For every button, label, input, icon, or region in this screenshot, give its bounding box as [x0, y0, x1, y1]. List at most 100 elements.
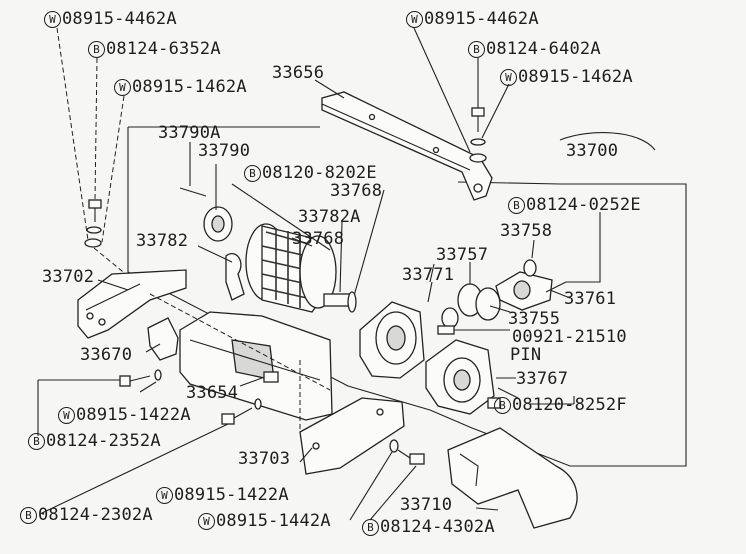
bolt-08124-6352a-head: [88, 199, 102, 209]
bolt-prefix-icon: B: [88, 41, 105, 58]
washer-prefix-icon: W: [58, 407, 75, 424]
label-33782: 33782: [136, 231, 189, 251]
label-33703: 33703: [238, 449, 291, 469]
cover-33761-hub: [513, 280, 531, 300]
bracket-33702-hole: [86, 312, 94, 320]
clip-33670: [147, 317, 179, 361]
shaft-33782a: [323, 293, 351, 307]
motor-bore: [386, 325, 406, 351]
bolt-08124-2302a-head: [221, 413, 235, 425]
part-number: 08915-4462A: [424, 9, 539, 29]
part-number: 08120-8252F: [512, 395, 627, 415]
assembly-axis-lower: [149, 293, 331, 391]
label-33670: 33670: [80, 345, 133, 365]
washer-08915-1422a-b: [254, 398, 262, 410]
washer-08915-1462a-right: [470, 138, 486, 146]
part-number: 08915-1442A: [216, 511, 331, 531]
leader-w-08915-1462a-right: [481, 83, 510, 139]
drum-33768-right-flange: [299, 235, 337, 309]
leader-b-08124-0252e: [566, 212, 601, 283]
washer-33758: [523, 259, 537, 277]
bolt-08124-4302a-shank: [397, 449, 411, 459]
leader-w-08915-1462a-left: [101, 95, 125, 243]
bolt-prefix-icon: B: [362, 519, 379, 536]
part-number: 08124-4302A: [380, 517, 495, 537]
cover-33710: [447, 427, 578, 529]
leader-33761: [549, 289, 571, 299]
gasket-33755: [475, 287, 501, 321]
label-33702: 33702: [42, 267, 95, 287]
part-number: 08915-1422A: [174, 485, 289, 505]
label-33710: 33710: [400, 495, 453, 515]
leader-33782a: [339, 221, 343, 293]
part-number: 08124-0252E: [526, 195, 641, 215]
part-number: 08915-1422A: [76, 405, 191, 425]
bolt-08124-6402a-head: [471, 107, 485, 117]
leader-33758: [531, 239, 535, 259]
washer-08915-1422a-a: [154, 369, 162, 381]
bolt-prefix-icon: B: [28, 433, 45, 450]
ring-33790-bore: [211, 215, 225, 233]
label-33790: 33790: [198, 141, 251, 161]
label-33758: 33758: [500, 221, 553, 241]
label-33768-top: 33768: [330, 181, 383, 201]
leader-33768-mid: [291, 237, 313, 247]
part-number: 08915-1462A: [518, 67, 633, 87]
leader-b-08124-4302a: [369, 465, 417, 521]
cable-end-33782: [225, 253, 245, 301]
label-33654: 33654: [186, 383, 239, 403]
plate-33703: [299, 397, 405, 475]
washer-08915-1442a: [389, 439, 399, 453]
drum-cable-windings: [261, 228, 317, 308]
gear-cover-33767-bore: [453, 369, 471, 391]
leader-w-08915-4462a-right: [413, 27, 471, 153]
bolt-08124-0252e: [545, 281, 567, 293]
leader-33656: [314, 79, 345, 99]
label-33757: 33757: [436, 245, 489, 265]
leader-w-08915-1422a-a: [139, 381, 157, 393]
bolt-prefix-icon: B: [508, 197, 525, 214]
washer-prefix-icon: W: [156, 487, 173, 504]
bolt-08124-4302a-head: [409, 453, 425, 465]
part-number: 08915-4462A: [62, 9, 177, 29]
leader-33755: [489, 305, 511, 313]
label-33767: 33767: [516, 369, 569, 389]
pin-33790a: [179, 187, 207, 197]
bracket-33656: [321, 91, 493, 201]
leader-b-08124-6352a: [94, 57, 98, 201]
leader-33654: [239, 377, 263, 387]
label-pin: PIN: [510, 345, 542, 365]
bolt-prefix-icon: B: [20, 507, 37, 524]
washer-prefix-icon: W: [44, 11, 61, 28]
bracket-33702-edge: [85, 283, 141, 311]
assembly-33700-bracket-line: [127, 143, 687, 467]
bracket-33656-hole: [432, 146, 440, 154]
bolt-prefix-icon: B: [468, 41, 485, 58]
label-33790a: 33790A: [158, 123, 221, 143]
washer-prefix-icon: W: [500, 69, 517, 86]
plate-33703-hole: [312, 442, 320, 450]
bracket-33656-fold: [321, 103, 471, 171]
cover-33710-detail: [459, 453, 479, 487]
bolt-08124-2352a-head: [119, 375, 131, 387]
label-33755: 33755: [508, 309, 561, 329]
washer-08915-4462a-right: [469, 153, 487, 163]
washer-prefix-icon: W: [198, 513, 215, 530]
bearing-33768-seal: [441, 307, 459, 329]
washer-08915-4462a-left: [84, 238, 102, 248]
leader-w-08915-1442a: [349, 451, 393, 521]
label-33782a: 33782A: [298, 207, 361, 227]
